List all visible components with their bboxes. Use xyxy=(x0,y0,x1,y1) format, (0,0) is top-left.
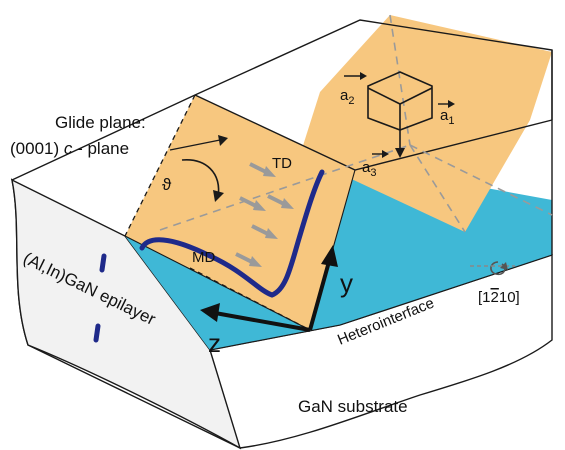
dashed-line-3 xyxy=(409,144,553,216)
substrate-label: GaN substrate xyxy=(298,397,408,416)
dashed-line-1 xyxy=(159,144,411,231)
td-label: TD xyxy=(272,155,292,172)
axis-y-arrow xyxy=(308,257,332,331)
a3-label: a3 xyxy=(362,159,376,179)
front-glide-plane xyxy=(125,95,355,330)
glide-plane-diagonal xyxy=(124,235,311,331)
axis-z-arrow xyxy=(214,311,311,332)
a1-label: a1 xyxy=(440,107,454,127)
glide-plane-label-line2: (0001) c - plane xyxy=(10,139,129,158)
hexagonal-cell xyxy=(344,71,455,158)
axis-z-label: z xyxy=(208,328,221,358)
md-label: MD xyxy=(192,249,215,266)
a2-label: a2 xyxy=(340,87,354,107)
direction-label: [1210] xyxy=(478,289,520,306)
theta-arc xyxy=(181,159,220,199)
glide-arrows xyxy=(235,162,294,267)
dislocation-dash-2 xyxy=(93,323,101,343)
dashed-line-4 xyxy=(409,144,466,233)
dislocation-line xyxy=(139,169,325,298)
glide-plane-label-line1: Glide plane: xyxy=(55,113,146,132)
glide-plane-pointer xyxy=(169,139,221,151)
back-glide-plane xyxy=(300,15,552,232)
theta-label: ϑ xyxy=(162,175,172,194)
axis-y-label: y xyxy=(340,268,353,298)
interface-front-line xyxy=(209,254,553,351)
dashed-line-2 xyxy=(389,14,411,146)
dislocation-dash-1 xyxy=(99,253,107,273)
epilayer-front-face xyxy=(11,178,242,450)
